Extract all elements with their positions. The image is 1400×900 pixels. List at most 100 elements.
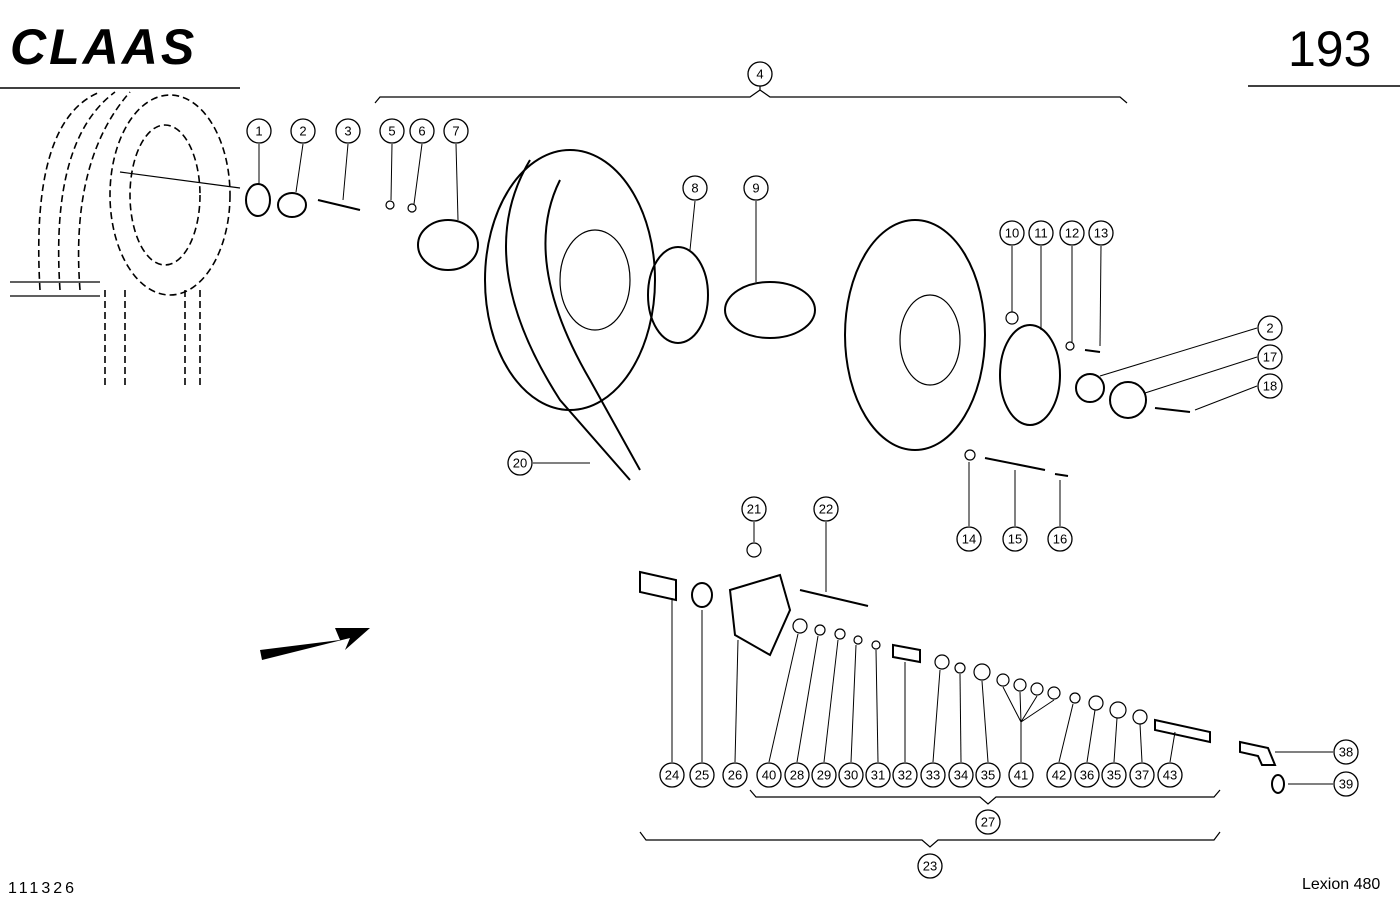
pin-part-3 [317,199,361,211]
callout-17[interactable]: 17 [1257,344,1283,370]
callout-40[interactable]: 40 [756,762,782,788]
svg-text:25: 25 [695,768,709,783]
callout-10[interactable]: 10 [999,220,1025,246]
washer-part-30 [853,635,863,645]
bolt-part-22 [799,589,869,607]
callout-29[interactable]: 29 [811,762,837,788]
model-name: Lexion 480 [1302,876,1380,893]
rod-part-15 [984,457,1046,471]
callout-15[interactable]: 15 [1002,526,1028,552]
callout-24[interactable]: 24 [659,762,685,788]
svg-text:7: 7 [452,124,459,139]
bolt-part-13 [1084,349,1101,353]
flange-plate-part-11 [999,324,1061,426]
svg-text:10: 10 [1005,226,1019,241]
shim-part-41c [1030,682,1044,696]
svg-text:32: 32 [898,768,912,783]
svg-text:39: 39 [1339,777,1353,792]
nipple-part-32 [892,643,921,664]
callout-18[interactable]: 18 [1257,373,1283,399]
callout-26[interactable]: 26 [722,762,748,788]
svg-text:6: 6 [418,124,425,139]
callout-20[interactable]: 20 [507,450,533,476]
ring-part-33 [934,654,950,670]
washer-part-10 [1005,311,1019,325]
ring-part-36 [1088,695,1104,711]
svg-text:41: 41 [1014,768,1028,783]
svg-text:38: 38 [1339,745,1353,760]
callout-14[interactable]: 14 [956,526,982,552]
callout-8[interactable]: 8 [682,175,708,201]
svg-text:29: 29 [817,768,831,783]
drawing-number: 111326 [8,880,77,897]
direction-arrow [260,628,370,660]
svg-text:20: 20 [513,456,527,471]
shim-part-41d [1047,686,1061,700]
clamp-sleeve-part-2b [1075,373,1105,403]
belt-pulley-hub [559,229,631,331]
page-number: 193 [1288,21,1371,77]
callout-1[interactable]: 1 [246,118,272,144]
svg-text:33: 33 [926,768,940,783]
sheave-wheel [844,219,986,451]
callout-36[interactable]: 36 [1074,762,1100,788]
callout-12[interactable]: 12 [1059,220,1085,246]
callout-33[interactable]: 33 [920,762,946,788]
callout-11[interactable]: 11 [1028,220,1054,246]
callout-3[interactable]: 3 [335,118,361,144]
callout-13[interactable]: 13 [1088,220,1114,246]
callout-32[interactable]: 32 [892,762,918,788]
callout-34[interactable]: 34 [948,762,974,788]
callout-4[interactable]: 4 [747,61,773,87]
callout-35b[interactable]: 35 [1101,762,1127,788]
callout-21[interactable]: 21 [741,496,767,522]
callout-22[interactable]: 22 [813,496,839,522]
callout-5[interactable]: 5 [379,118,405,144]
svg-text:22: 22 [819,502,833,517]
callout-6[interactable]: 6 [409,118,435,144]
sheave-wheel-hub [899,294,961,386]
shim-part-41b [1013,678,1027,692]
svg-text:15: 15 [1008,532,1022,547]
washer-part-12 [1065,341,1075,351]
leader-lines [258,143,1333,785]
callout-25[interactable]: 25 [689,762,715,788]
callout-7[interactable]: 7 [443,118,469,144]
svg-text:28: 28 [790,768,804,783]
pin-part-16 [1054,473,1069,477]
shim-part-41a [996,673,1010,687]
callout-2[interactable]: 2 [290,118,316,144]
washer-part-14 [964,449,976,461]
callout-41[interactable]: 41 [1008,762,1034,788]
svg-text:43: 43 [1163,768,1177,783]
bracket-group-23 [639,831,1221,848]
svg-text:36: 36 [1080,768,1094,783]
svg-text:11: 11 [1034,226,1048,241]
callout-2-right[interactable]: 2 [1257,315,1283,341]
callout-23[interactable]: 23 [917,853,943,879]
callout-37[interactable]: 37 [1129,762,1155,788]
callout-30[interactable]: 30 [838,762,864,788]
callout-31[interactable]: 31 [865,762,891,788]
callout-39[interactable]: 39 [1333,771,1359,797]
callout-43[interactable]: 43 [1157,762,1183,788]
svg-text:9: 9 [752,181,759,196]
elbow-part-38 [1239,740,1277,766]
callout-28[interactable]: 28 [784,762,810,788]
nut-part-29 [834,628,846,640]
callout-35[interactable]: 35 [975,762,1001,788]
svg-text:42: 42 [1052,768,1066,783]
callout-16[interactable]: 16 [1047,526,1073,552]
cap-part-39 [1271,774,1285,794]
seal-ring-part-1 [245,183,271,217]
bolt-part-18 [1154,407,1191,413]
svg-text:13: 13 [1094,226,1108,241]
svg-text:34: 34 [954,768,968,783]
callout-38[interactable]: 38 [1333,739,1359,765]
svg-text:37: 37 [1135,768,1149,783]
callout-9[interactable]: 9 [743,175,769,201]
collar-part-17 [1109,381,1147,419]
callout-42[interactable]: 42 [1046,762,1072,788]
callout-27[interactable]: 27 [975,809,1001,835]
svg-text:1: 1 [255,124,262,139]
